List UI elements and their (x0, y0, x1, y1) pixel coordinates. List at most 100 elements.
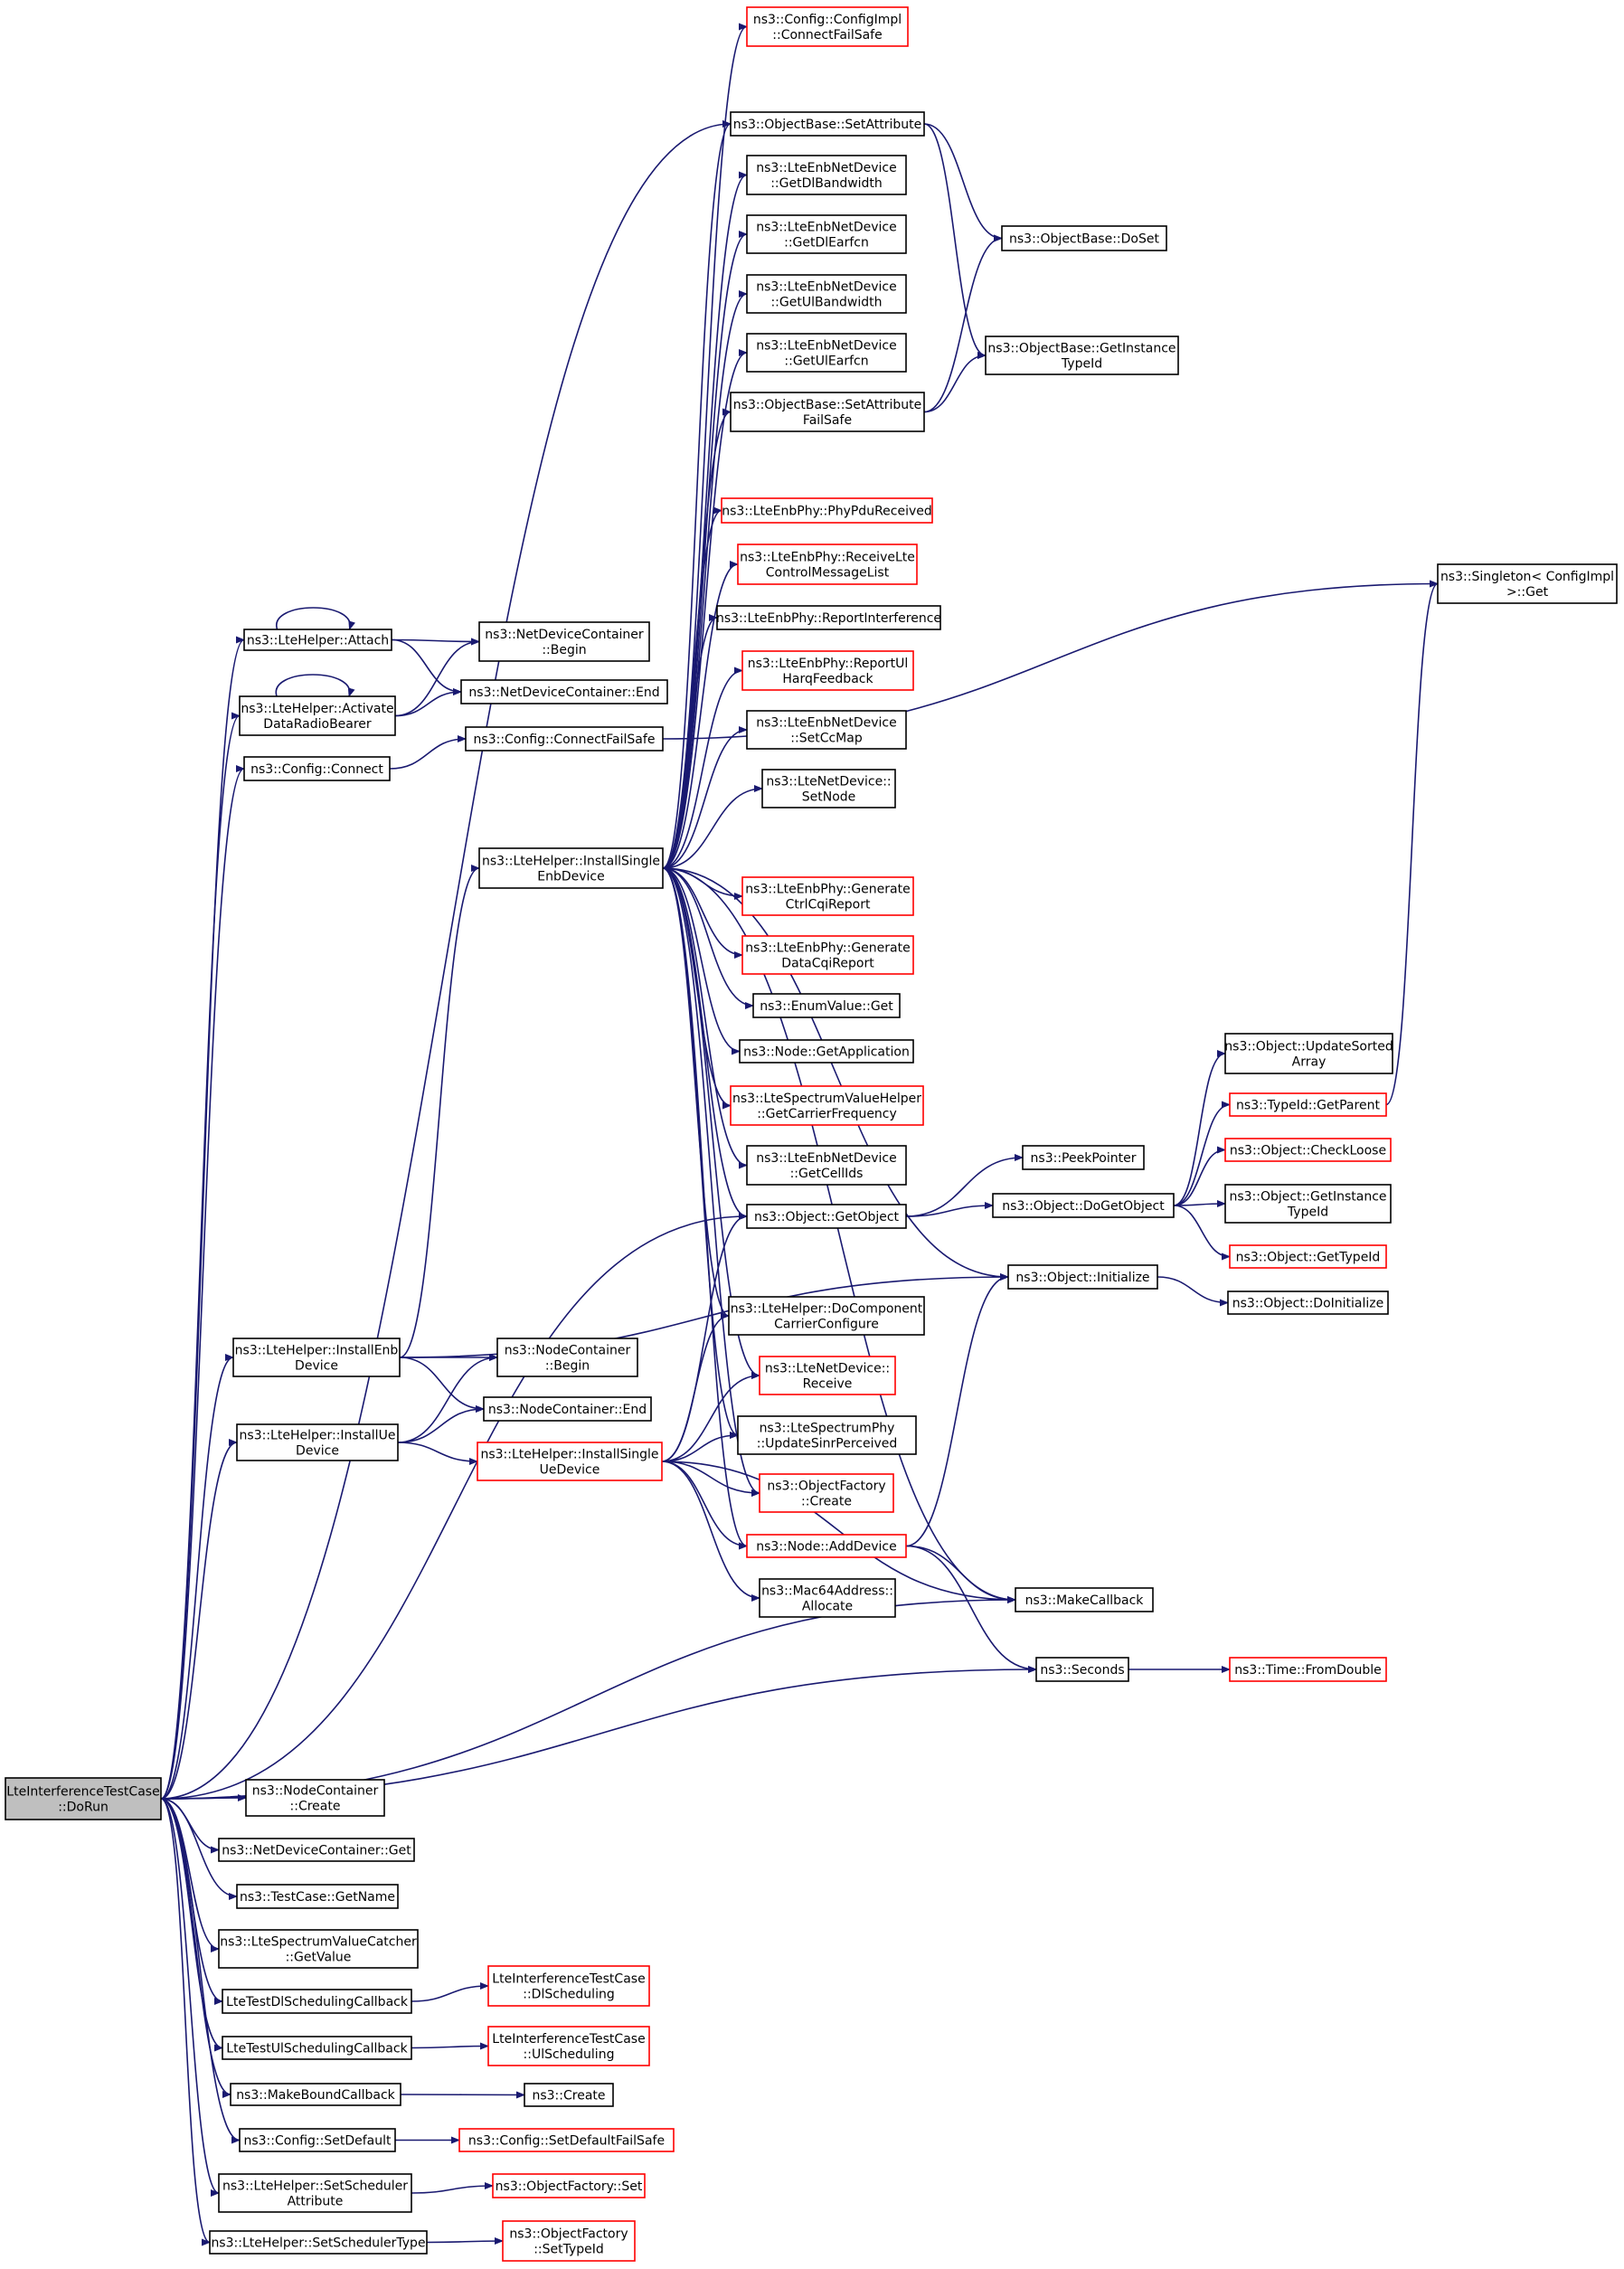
node-ndcBegin[interactable]: ns3::NetDeviceContainer::Begin (478, 621, 650, 662)
node-ltiDlSched[interactable]: LteInterferenceTestCase::DlScheduling (487, 1965, 650, 2007)
node-label: ns3::Object::GetObject (754, 1210, 900, 1224)
node-cfgImplConnectFS[interactable]: ns3::Config::ConfigImpl::ConnectFailSafe (746, 6, 909, 47)
node-objInit[interactable]: ns3::Object::Initialize (1007, 1264, 1158, 1290)
node-ulSchedCb[interactable]: LteTestUlSchedulingCallback (222, 2036, 412, 2060)
node-label: ns3::LteEnbNetDevice (756, 280, 896, 295)
call-edge-installSingleEnb-to-phyPdu (662, 506, 722, 869)
node-label: FailSafe (803, 413, 852, 428)
node-enumGet[interactable]: ns3::EnumValue::Get (752, 993, 901, 1018)
node-label: Device (296, 1444, 339, 1459)
node-ncBegin[interactable]: ns3::NodeContainer::Begin (496, 1338, 638, 1377)
call-edge-installSingleEnb-to-getCellIds (662, 867, 748, 1169)
node-setNode[interactable]: ns3::LteNetDevice::SetNode (761, 769, 896, 808)
node-root[interactable]: LteInterferenceTestCase::DoRun (5, 1777, 162, 1820)
node-label: ns3::Object::UpdateSorted (1224, 1040, 1393, 1054)
node-ofSetTypeId[interactable]: ns3::ObjectFactory::SetTypeId (502, 2220, 636, 2262)
node-cfgConnectFS[interactable]: ns3::Config::ConnectFailSafe (465, 726, 664, 752)
node-dlSchedCb[interactable]: LteTestDlSchedulingCallback (222, 1989, 412, 2014)
call-edge-installSingleEnb-to-recvCtrl (662, 561, 739, 869)
node-setAttr[interactable]: ns3::ObjectBase::SetAttribute (730, 111, 925, 137)
node-box (759, 1578, 896, 1618)
node-singletonGet[interactable]: ns3::Singleton< ConfigImpl >::Get (1437, 563, 1618, 604)
node-lteNdReceive[interactable]: ns3::LteNetDevice::Receive (759, 1356, 896, 1395)
node-checkLoose[interactable]: ns3::Object::CheckLoose (1224, 1138, 1392, 1162)
node-label: ns3::Config::ConnectFailSafe (474, 733, 656, 747)
node-seconds[interactable]: ns3::Seconds (1035, 1657, 1129, 1682)
node-getDlBw[interactable]: ns3::LteEnbNetDevice::GetDlBandwidth (746, 155, 907, 195)
node-catcherGetValue[interactable]: ns3::LteSpectrumValueCatcher::GetValue (218, 1929, 419, 1969)
node-setCcMap[interactable]: ns3::LteEnbNetDevice::SetCcMap (746, 710, 907, 750)
node-label: ns3::LteHelper::InstallEnb (235, 1344, 399, 1358)
node-getUlEarfcn[interactable]: ns3::LteEnbNetDevice::GetUlEarfcn (746, 333, 907, 373)
node-label: ns3::LteHelper::InstallUe (240, 1429, 396, 1443)
node-doSet[interactable]: ns3::ObjectBase::DoSet (1001, 225, 1167, 251)
call-edge-activate-to-ndcEnd (394, 688, 462, 717)
node-makeCallback[interactable]: ns3::MakeCallback (1015, 1587, 1154, 1612)
call-edge-setSchedType-to-ofSetTypeId (426, 2237, 504, 2245)
node-box (1035, 1657, 1129, 1682)
node-makeBound[interactable]: ns3::MakeBoundCallback (230, 2083, 401, 2106)
node-getUlBw[interactable]: ns3::LteEnbNetDevice::GetUlBandwidth (746, 274, 907, 314)
node-label: ns3::LteNetDevice:: (765, 1362, 890, 1376)
node-phyPdu[interactable]: ns3::LteEnbPhy::PhyPduReceived (721, 497, 933, 524)
node-fromDouble[interactable]: ns3::Time::FromDouble (1229, 1657, 1387, 1682)
node-nsCreate[interactable]: ns3::Create (524, 2083, 614, 2107)
node-updateSinr[interactable]: ns3::LteSpectrumPhy::UpdateSinrPerceived (737, 1415, 917, 1455)
node-objGetTid[interactable]: ns3::Object::GetTypeId (1229, 1244, 1387, 1269)
node-peekPointer[interactable]: ns3::PeekPointer (1022, 1145, 1145, 1170)
node-box (741, 876, 914, 916)
node-attach[interactable]: ns3::LteHelper::Attach (243, 629, 392, 651)
node-cfgConnect[interactable]: ns3::Config::Connect (243, 756, 391, 781)
node-getObject[interactable]: ns3::Object::GetObject (746, 1204, 907, 1229)
node-ndcEnd[interactable]: ns3::NetDeviceContainer::End (460, 679, 668, 704)
node-carrierFreq[interactable]: ns3::LteSpectrumValueHelper::GetCarrierF… (730, 1085, 924, 1126)
node-box (1227, 1290, 1389, 1315)
node-box (1001, 225, 1167, 251)
node-doGetObject[interactable]: ns3::Object::DoGetObject (992, 1193, 1175, 1218)
node-box (761, 769, 896, 808)
node-label: ns3::Node::AddDevice (756, 1540, 896, 1555)
node-label: ns3::LteEnbNetDevice (756, 161, 896, 175)
node-ofSet[interactable]: ns3::ObjectFactory::Set (492, 2173, 646, 2198)
node-doInit[interactable]: ns3::Object::DoInitialize (1227, 1290, 1389, 1315)
node-ofCreate[interactable]: ns3::ObjectFactory::Create (759, 1473, 894, 1513)
node-recvCtrl[interactable]: ns3::LteEnbPhy::ReceiveLteControlMessage… (737, 544, 918, 585)
node-cfgSetDefault[interactable]: ns3::Config::SetDefault (239, 2128, 396, 2152)
node-getDlEarfcn[interactable]: ns3::LteEnbNetDevice::GetDlEarfcn (746, 214, 907, 254)
node-cfgSetDefaultFS[interactable]: ns3::Config::SetDefaultFailSafe (458, 2128, 675, 2152)
node-getApp[interactable]: ns3::Node::GetApplication (739, 1039, 914, 1064)
node-label: ::GetUlBandwidth (770, 296, 882, 310)
call-edge-installSingleEnb-to-getUlEarfcn (662, 349, 748, 869)
node-label: ns3::EnumValue::Get (760, 999, 893, 1014)
node-label: Device (295, 1359, 338, 1374)
node-ltiUlSched[interactable]: LteInterferenceTestCase::UlScheduling (487, 2026, 650, 2066)
node-label: DataRadioBearer (263, 717, 372, 732)
node-tidGetParent[interactable]: ns3::TypeId::GetParent (1229, 1092, 1387, 1117)
node-getName[interactable]: ns3::TestCase::GetName (236, 1884, 399, 1909)
node-ncEnd[interactable]: ns3::NodeContainer::End (483, 1396, 652, 1422)
node-macAlloc[interactable]: ns3::Mac64Address::Allocate (759, 1578, 896, 1618)
node-nodeContCreate[interactable]: ns3::NodeContainer::Create (245, 1779, 385, 1817)
node-label: ns3::LteEnbPhy::ReportInterference (716, 611, 941, 626)
node-ndcGet[interactable]: ns3::NetDeviceContainer::Get (218, 1838, 415, 1862)
node-label: ::GetCarrierFrequency (757, 1107, 897, 1121)
node-box (460, 679, 668, 704)
node-reportInterf[interactable]: ns3::LteEnbPhy::ReportInterference (716, 605, 941, 630)
node-getCellIds[interactable]: ns3::LteEnbNetDevice::GetCellIds (746, 1145, 907, 1186)
node-setSchedType[interactable]: ns3::LteHelper::SetSchedulerType (209, 2230, 428, 2255)
node-doCompCarrier[interactable]: ns3::LteHelper::DoComponentCarrierConfig… (728, 1296, 925, 1336)
node-addDevice[interactable]: ns3::Node::AddDevice (746, 1534, 907, 1558)
